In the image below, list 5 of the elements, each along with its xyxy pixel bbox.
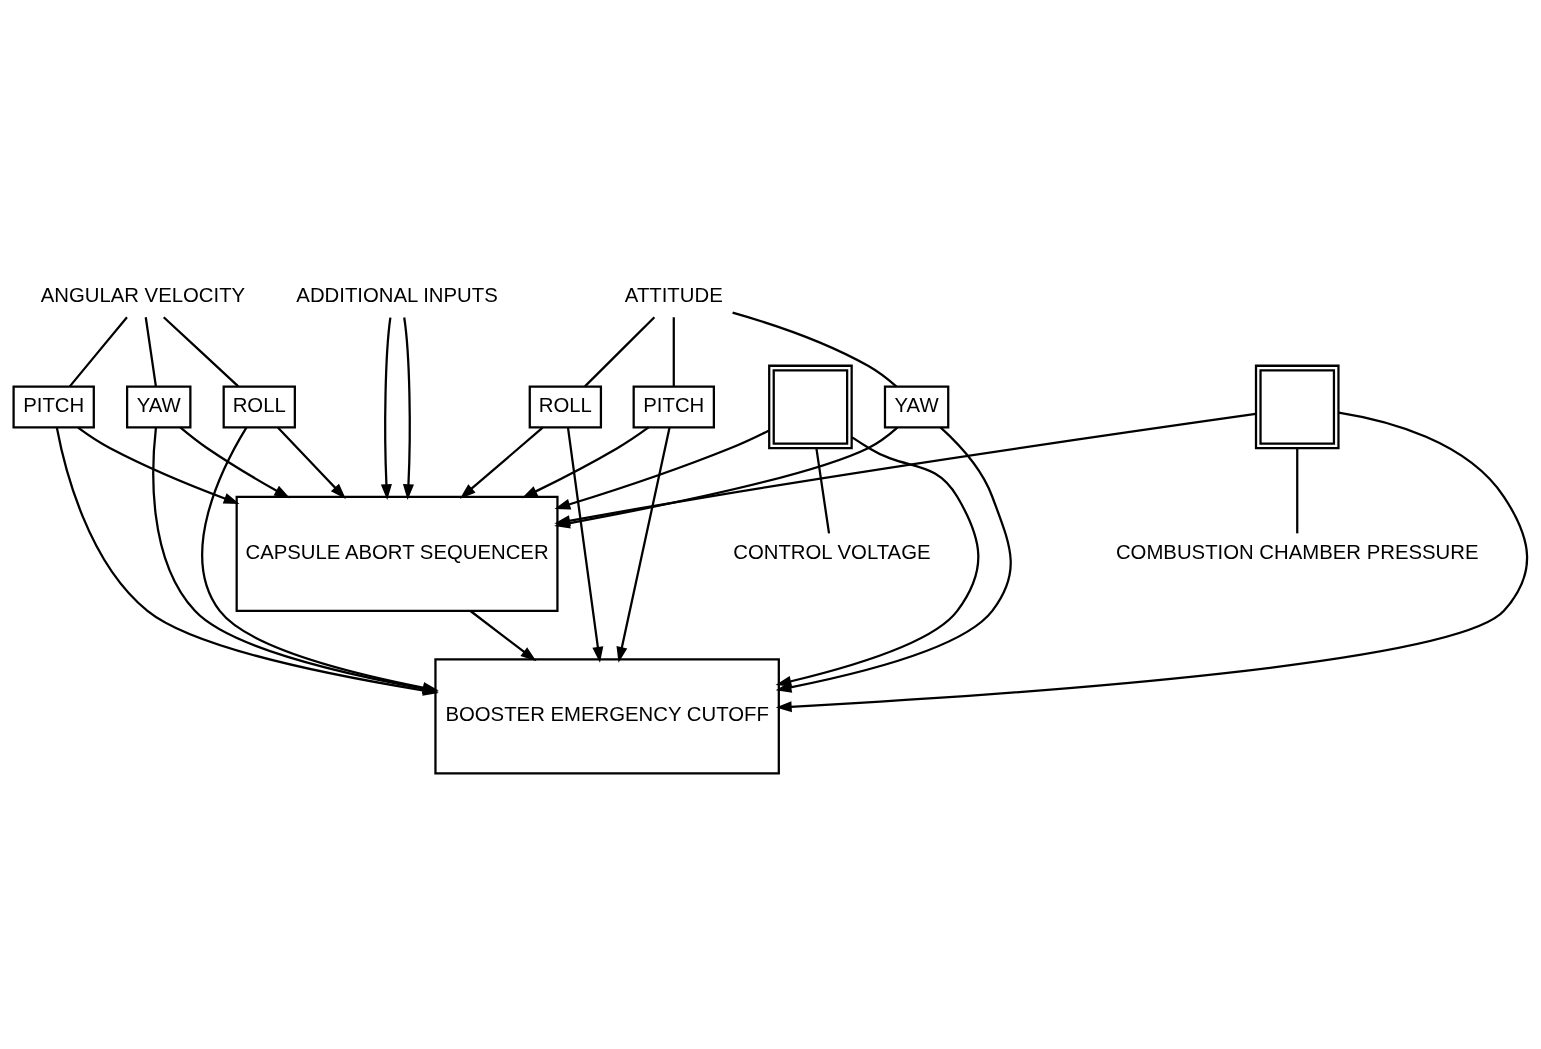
node-text: ADDITIONAL INPUTS: [296, 283, 498, 306]
node-text: CONTROL VOLTAGE: [733, 540, 931, 563]
node-text: COMBUSTION CHAMBER PRESSURE: [1115, 540, 1479, 563]
node-text: ANGULAR VELOCITY: [40, 283, 246, 306]
node-text: ATTITUDE: [624, 283, 723, 306]
